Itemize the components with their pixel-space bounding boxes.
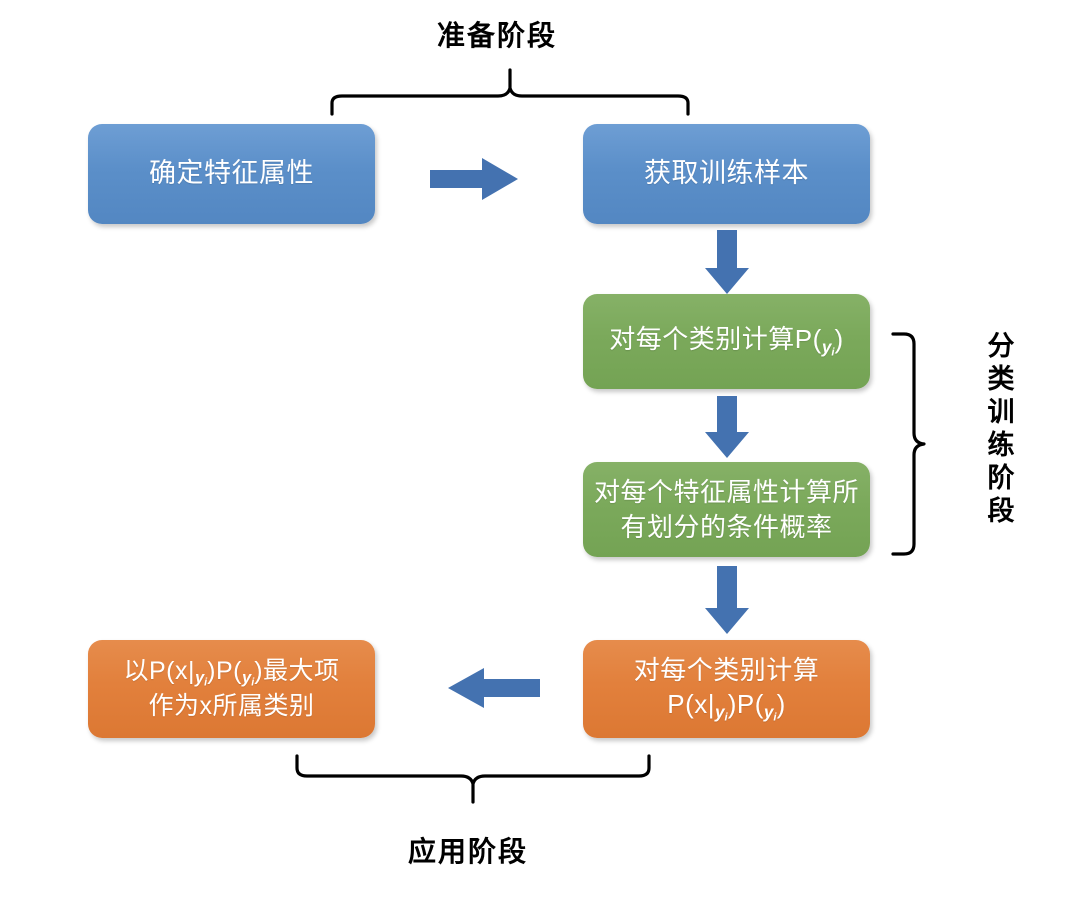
- node-compute-class-prior[interactable]: 对每个类别计算P(yi): [583, 294, 870, 389]
- brace-training: [891, 332, 926, 556]
- phase-label-training-text: 分类训练阶段: [987, 331, 1015, 526]
- arrow-down-1: [705, 230, 749, 294]
- node-determine-feature-attributes[interactable]: 确定特征属性: [88, 124, 375, 224]
- arrow-down-3: [705, 566, 749, 634]
- node-label: 对每个类别计算P(yi): [609, 324, 844, 359]
- phase-label-application: 应用阶段: [408, 836, 529, 867]
- phase-label-preparation: 准备阶段: [437, 20, 558, 51]
- node-label: 对每个特征属性计算所有划分的条件概率: [593, 477, 859, 542]
- arrow-right-top: [430, 158, 518, 200]
- node-compute-conditional-probabilities[interactable]: 对每个特征属性计算所有划分的条件概率: [583, 462, 870, 557]
- brace-application: [295, 754, 651, 804]
- arrow-down-2: [705, 396, 749, 458]
- node-label: 以P(x|yi)P(yi)最大项作为x所属类别: [123, 656, 340, 721]
- phase-label-training: 分类训练阶段: [978, 330, 1024, 528]
- node-label: 获取训练样本: [644, 158, 809, 189]
- node-assign-max-class[interactable]: 以P(x|yi)P(yi)最大项作为x所属类别: [88, 640, 375, 738]
- arrow-left-bottom: [448, 668, 540, 708]
- node-label: 确定特征属性: [149, 158, 314, 189]
- brace-preparation: [330, 68, 690, 116]
- node-obtain-training-samples[interactable]: 获取训练样本: [583, 124, 870, 224]
